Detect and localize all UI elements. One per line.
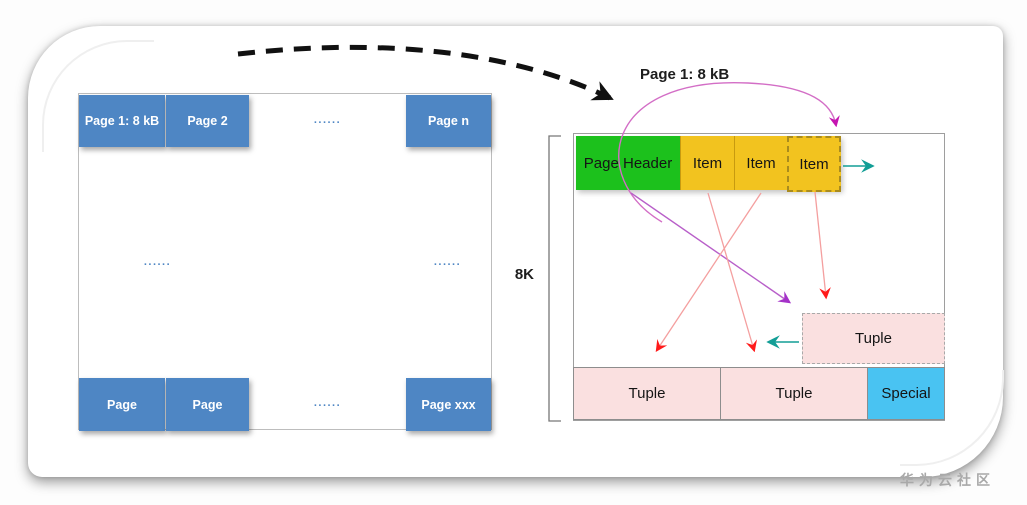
page-size-label: 8K	[514, 266, 534, 283]
page-title-label: Page 1: 8 kB	[640, 66, 730, 83]
item-block-dashed: Item	[787, 136, 841, 192]
ellipsis-dots: ......	[143, 256, 172, 268]
page-block: Page 2	[166, 95, 249, 147]
item-block: Item	[734, 136, 787, 190]
special-block: Special	[868, 367, 945, 420]
page-block: Page n	[406, 95, 491, 147]
ellipsis-dots: ......	[313, 114, 342, 126]
page-header-block: Page Header	[576, 136, 680, 190]
watermark: 华为云社区	[900, 472, 995, 488]
page-header-row: Page Header Item Item Item	[576, 136, 841, 192]
tuple-block: Tuple	[573, 367, 721, 420]
free-tuple-block: Tuple	[802, 313, 945, 364]
page-block: Page	[79, 378, 165, 431]
page-block: Page	[166, 378, 249, 431]
page-block: Page xxx	[406, 378, 491, 431]
ellipsis-dots: ......	[313, 397, 342, 409]
tuple-row: Tuple Tuple Special	[573, 367, 945, 420]
item-block: Item	[680, 136, 734, 190]
ellipsis-dots: ......	[433, 256, 462, 268]
tuple-block: Tuple	[721, 367, 868, 420]
disk-pages-box	[78, 93, 492, 430]
page-block: Page 1: 8 kB	[79, 95, 165, 147]
